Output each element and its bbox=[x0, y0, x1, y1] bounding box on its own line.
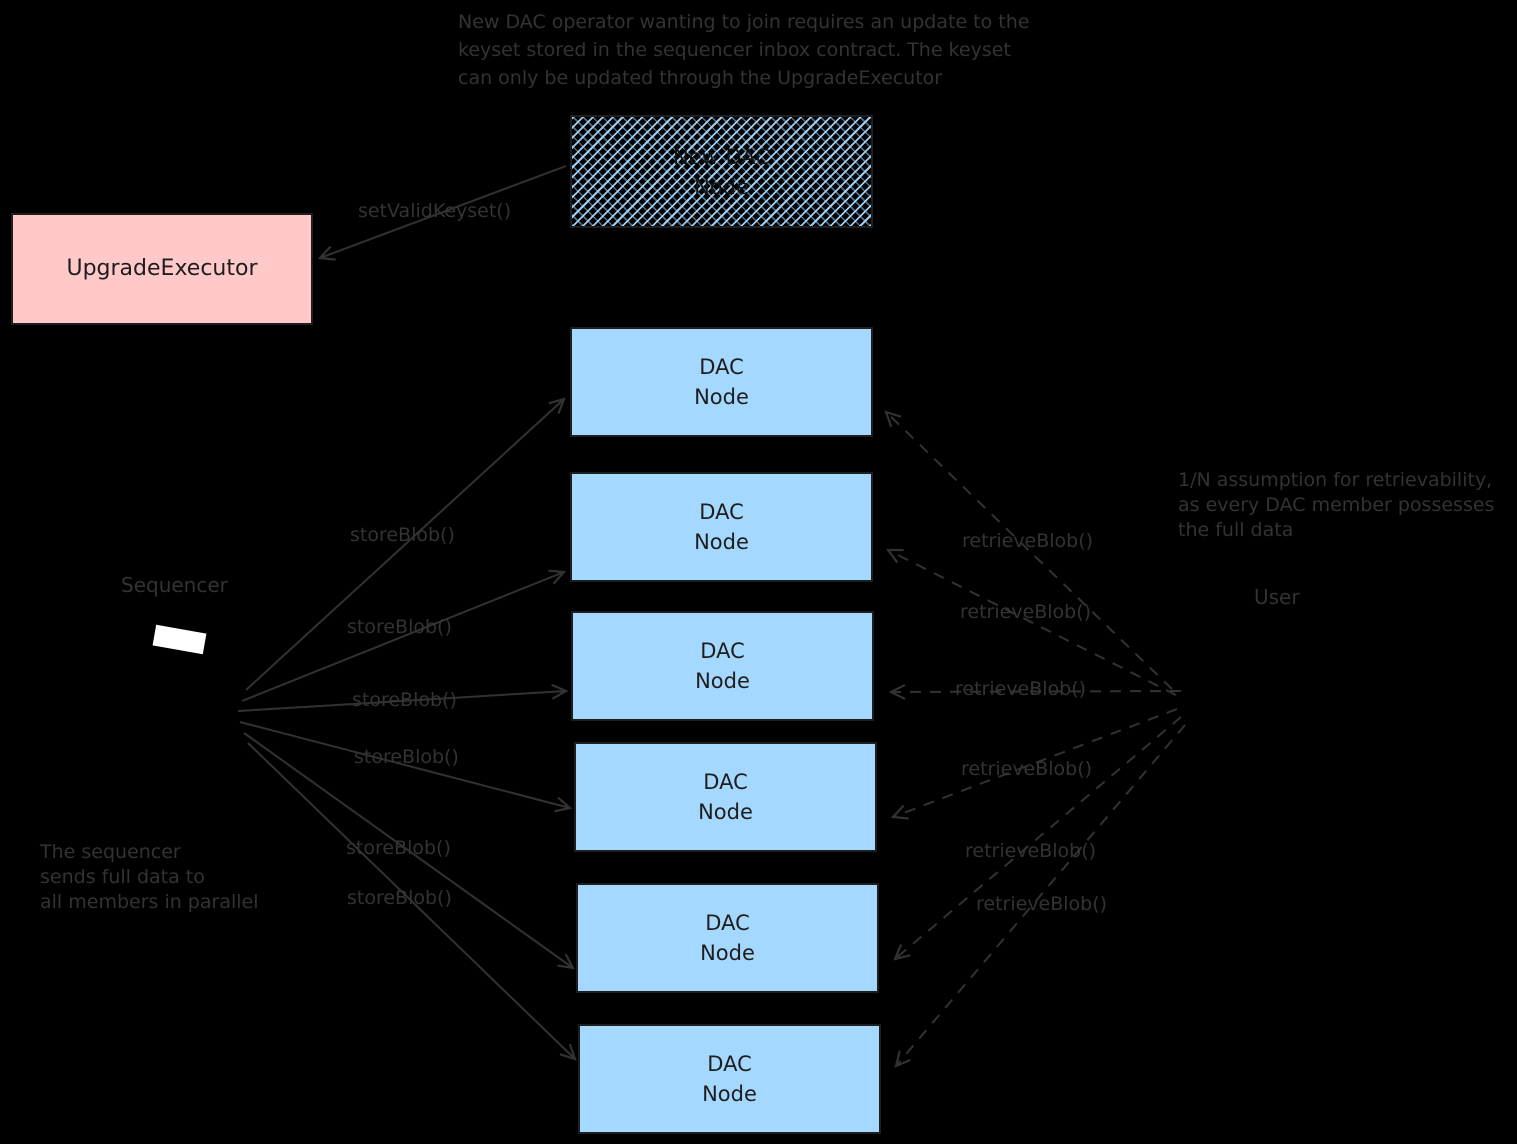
retrieve-blob-arrow-3 bbox=[891, 691, 1182, 692]
dac-node-box-1: DAC Node bbox=[570, 327, 873, 437]
top-note-line: can only be updated through the UpgradeE… bbox=[458, 67, 943, 89]
set-valid-keyset-label: setValidKeyset() bbox=[358, 200, 512, 222]
store-blob-arrow-3 bbox=[237, 691, 566, 712]
dac-node-label-line1: DAC bbox=[699, 500, 744, 524]
retrieve-blob-label-4: retrieveBlob() bbox=[961, 758, 1093, 780]
dac-node-label-line1: DAC bbox=[703, 770, 748, 794]
bottom-left-note: The sequencer sends full data to all mem… bbox=[40, 840, 259, 915]
top-note-line: keyset stored in the sequencer inbox con… bbox=[458, 39, 1011, 61]
sequencer-label: Sequencer bbox=[121, 573, 228, 597]
retrieve-blob-label-5: retrieveBlob() bbox=[965, 840, 1097, 862]
dac-node-label-line1: DAC bbox=[700, 639, 745, 663]
dac-node-label-line2: Node bbox=[698, 800, 753, 824]
dac-node-box-6: DAC Node bbox=[578, 1024, 881, 1134]
retrieve-blob-label-2: retrieveBlob() bbox=[960, 601, 1092, 623]
upgrade-executor-box: UpgradeExecutor bbox=[11, 213, 313, 325]
right-note: 1/N assumption for retrievability, as ev… bbox=[1178, 468, 1494, 543]
retrieve-blob-arrow-4 bbox=[893, 708, 1178, 817]
right-note-line: 1/N assumption for retrievability, bbox=[1178, 469, 1493, 491]
dac-node-label-line1: DAC bbox=[707, 1052, 752, 1076]
retrieve-blob-arrow-2 bbox=[888, 550, 1177, 696]
store-blob-label-5: storeBlob() bbox=[346, 837, 451, 859]
dac-node-box-3: DAC Node bbox=[571, 611, 874, 721]
top-note: New DAC operator wanting to join require… bbox=[458, 8, 1029, 92]
right-note-line: as every DAC member possesses bbox=[1178, 494, 1495, 516]
dac-node-label-line1: DAC bbox=[699, 355, 744, 379]
dac-node-box-2: DAC Node bbox=[570, 472, 873, 582]
retrieve-blob-arrow-5 bbox=[895, 716, 1182, 959]
store-blob-arrow-6 bbox=[247, 742, 575, 1059]
bottom-left-note-line: sends full data to bbox=[40, 866, 205, 888]
retrieve-blob-arrow-1 bbox=[886, 412, 1173, 690]
store-blob-arrow-5 bbox=[243, 732, 573, 968]
store-blob-arrow-2 bbox=[241, 572, 564, 702]
store-blob-arrow-1 bbox=[245, 399, 564, 691]
dac-node-label-line1: DAC bbox=[705, 911, 750, 935]
dac-node-box-5: DAC Node bbox=[576, 883, 879, 993]
retrieve-blob-label-1: retrieveBlob() bbox=[962, 530, 1094, 552]
dac-node-label-line2: Node bbox=[694, 530, 749, 554]
bottom-left-note-line: The sequencer bbox=[40, 841, 181, 863]
store-blob-label-6: storeBlob() bbox=[347, 887, 452, 909]
dac-node-label-line2: Node bbox=[695, 669, 750, 693]
store-blob-label-2: storeBlob() bbox=[347, 616, 452, 638]
store-blob-arrow-4 bbox=[239, 721, 570, 808]
right-note-line: the full data bbox=[1178, 519, 1294, 541]
store-blob-label-1: storeBlob() bbox=[350, 524, 455, 546]
set-valid-keyset-arrow bbox=[320, 165, 567, 258]
store-blob-label-3: storeBlob() bbox=[352, 689, 457, 711]
retrieve-blob-arrow-6 bbox=[896, 724, 1186, 1066]
new-dac-node-label-line2: Node bbox=[694, 174, 749, 199]
new-dac-node-box: New DAC Node bbox=[570, 115, 873, 228]
dac-node-label-line2: Node bbox=[702, 1082, 757, 1106]
dac-node-label-line2: Node bbox=[694, 385, 749, 409]
dac-node-box-4: DAC Node bbox=[574, 742, 877, 852]
new-dac-node-label-line1: New DAC bbox=[673, 144, 770, 169]
retrieve-blob-label-6: retrieveBlob() bbox=[976, 893, 1108, 915]
bottom-left-note-line: all members in parallel bbox=[40, 891, 259, 913]
retrieve-blob-label-3: retrieveBlob() bbox=[955, 678, 1087, 700]
top-note-line: New DAC operator wanting to join require… bbox=[458, 11, 1030, 33]
store-blob-label-4: storeBlob() bbox=[354, 746, 459, 768]
upgrade-executor-label: UpgradeExecutor bbox=[66, 256, 258, 281]
dac-node-label-line2: Node bbox=[700, 941, 755, 965]
user-label: User bbox=[1254, 585, 1300, 609]
